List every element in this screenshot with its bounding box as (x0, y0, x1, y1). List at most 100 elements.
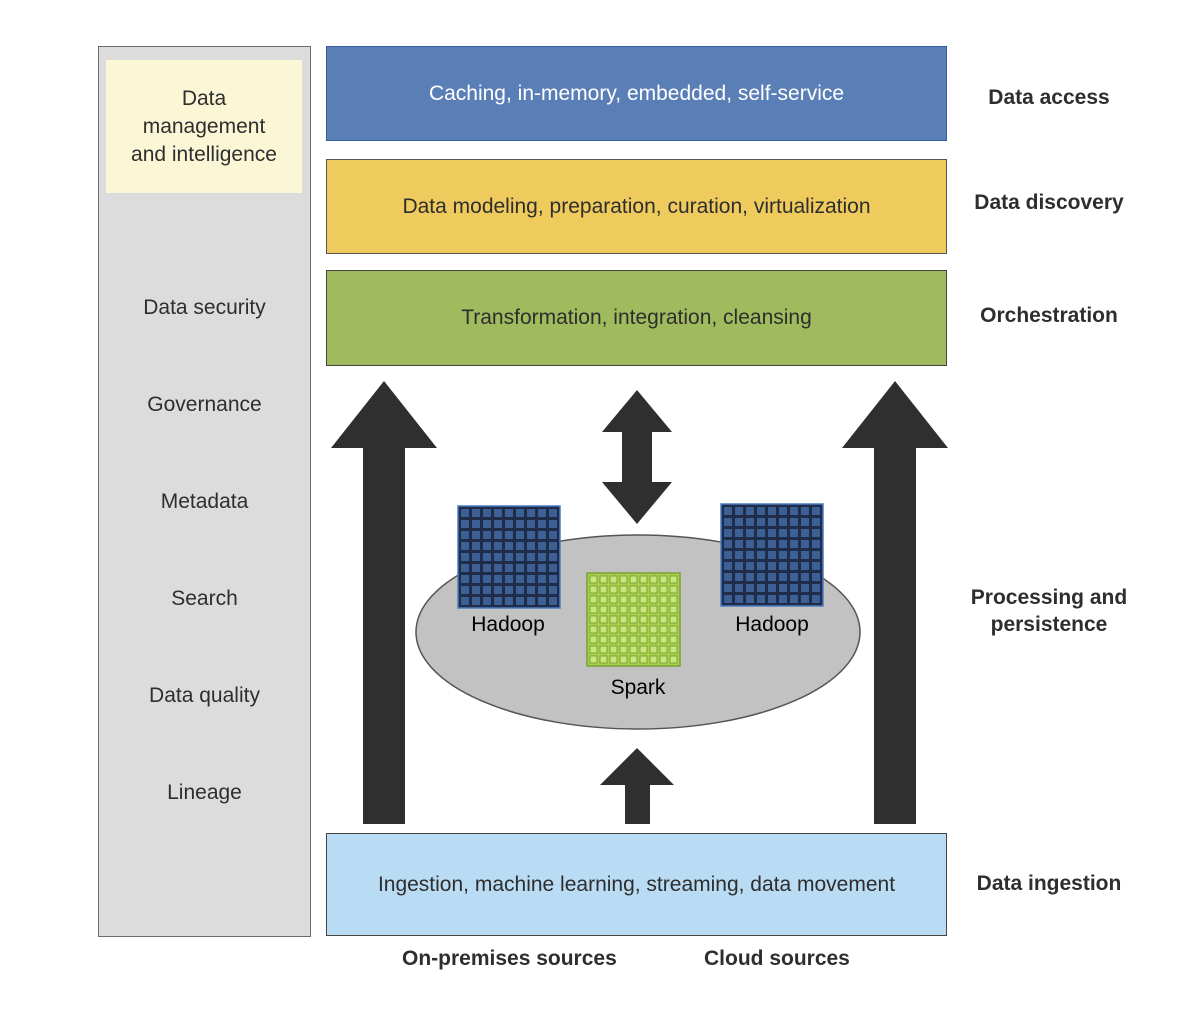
bottom-up-arrow-icon (600, 748, 674, 824)
grid-cell (505, 597, 513, 605)
grid-cell (768, 529, 776, 537)
grid-cell (724, 573, 732, 581)
grid-cell (609, 615, 618, 624)
grid-cell (472, 586, 480, 594)
grid-cell (757, 507, 765, 515)
grid-cell (538, 531, 546, 539)
grid-cell (659, 625, 668, 634)
grid-cell (527, 553, 535, 561)
grid-cell (461, 586, 469, 594)
grid-cell (669, 625, 678, 634)
grid-cell (779, 595, 787, 603)
data-management-header: Data management and intelligence (106, 60, 302, 193)
grid-cell (461, 575, 469, 583)
grid-cell (649, 635, 658, 644)
grid-cell (812, 529, 820, 537)
grid-cell (619, 575, 628, 584)
grid-cell (639, 645, 648, 654)
grid-cell (516, 520, 524, 528)
grid-cell (619, 605, 628, 614)
grid-cell (494, 520, 502, 528)
grid-cell (735, 540, 743, 548)
grid-cell (649, 625, 658, 634)
grid-cell (516, 575, 524, 583)
grid-cell (527, 520, 535, 528)
grid-cell (746, 540, 754, 548)
grid-cell (746, 529, 754, 537)
grid-cell (757, 540, 765, 548)
grid-cell (516, 542, 524, 550)
grid-cell (629, 645, 638, 654)
grid-cell (724, 507, 732, 515)
grid-cell (494, 597, 502, 605)
grid-cell (768, 573, 776, 581)
grid-cell (629, 575, 638, 584)
grid-cell (669, 635, 678, 644)
grid-cell (472, 564, 480, 572)
grid-cell (801, 540, 809, 548)
grid-cell (505, 520, 513, 528)
grid-cell (549, 542, 557, 550)
grid-cell (549, 509, 557, 517)
grid-cell (790, 518, 798, 526)
grid-cell (629, 635, 638, 644)
grid-cell (472, 597, 480, 605)
grid-cell (549, 575, 557, 583)
grid-cell (801, 507, 809, 515)
left-item-metadata: Metadata (160, 490, 249, 513)
grid-cell (735, 518, 743, 526)
grid-cell (483, 520, 491, 528)
right-up-arrow-icon (842, 381, 948, 824)
grid-cell (629, 605, 638, 614)
grid-cell (649, 575, 658, 584)
grid-cell (494, 575, 502, 583)
grid-cell (461, 520, 469, 528)
grid-cell (599, 615, 608, 624)
grid-cell (589, 655, 598, 664)
grid-cell (669, 595, 678, 604)
data-management-panel (98, 46, 311, 937)
grid-cell (639, 595, 648, 604)
left-item-data-quality: Data quality (149, 684, 260, 707)
grid-cell (735, 529, 743, 537)
grid-cell (779, 518, 787, 526)
left-item-data-security: Data security (143, 296, 266, 319)
grid-cell (538, 586, 546, 594)
spark-label: Spark (611, 676, 666, 699)
grid-cell (589, 585, 598, 594)
grid-cell (724, 540, 732, 548)
grid-cell (724, 529, 732, 537)
grid-cell (505, 564, 513, 572)
grid-cell (649, 645, 658, 654)
grid-cell (619, 585, 628, 594)
grid-cell (599, 645, 608, 654)
grid-cell (757, 573, 765, 581)
grid-cell (790, 507, 798, 515)
grid-cell (779, 584, 787, 592)
data-discovery-layer-text: Data modeling, preparation, curation, vi… (402, 194, 871, 218)
grid-cell (483, 531, 491, 539)
grid-cell (768, 518, 776, 526)
grid-cell (768, 507, 776, 515)
grid-cell (538, 564, 546, 572)
grid-cell (599, 585, 608, 594)
grid-cell (461, 597, 469, 605)
data-ingestion-layer-text: Ingestion, machine learning, streaming, … (377, 872, 896, 896)
grid-cell (494, 531, 502, 539)
hadoop-left-label: Hadoop (471, 613, 545, 636)
grid-cell (639, 605, 648, 614)
grid-cell (589, 645, 598, 654)
grid-cell (472, 575, 480, 583)
data-access-layer: Caching, in-memory, embedded, self-servi… (326, 46, 947, 141)
grid-cell (746, 551, 754, 559)
grid-cell (549, 564, 557, 572)
grid-cell (757, 518, 765, 526)
grid-cell (619, 655, 628, 664)
grid-cell (483, 597, 491, 605)
label-data-access: Data access (988, 86, 1110, 109)
grid-cell (669, 575, 678, 584)
grid-cell (505, 553, 513, 561)
grid-cell (629, 625, 638, 634)
grid-cell (659, 595, 668, 604)
grid-cell (538, 520, 546, 528)
